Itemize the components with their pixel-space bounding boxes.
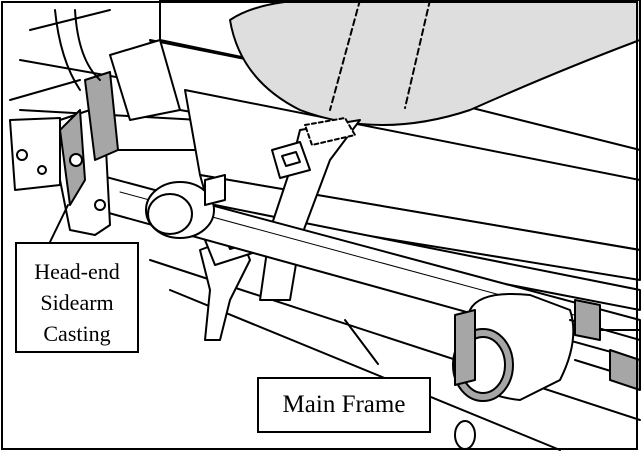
head-end-sidearm-casting: [9, 9, 119, 236]
label-head-end-line-2: Sidearm: [40, 290, 114, 315]
rear-grey-hardware: [454, 299, 641, 450]
frame-collar: [145, 174, 226, 239]
leader-main-frame: [344, 319, 379, 365]
label-head-end-line-1: Head-end: [34, 259, 120, 284]
grey-cushion: [229, 0, 641, 126]
label-main-frame: Main Frame: [257, 377, 431, 433]
label-head-end-sidearm-casting: Head-end Sidearm Casting: [15, 242, 139, 353]
callout-leaders: [49, 204, 379, 365]
label-head-end-line-3: Casting: [43, 321, 111, 346]
leader-head-end-sidearm: [49, 204, 69, 243]
